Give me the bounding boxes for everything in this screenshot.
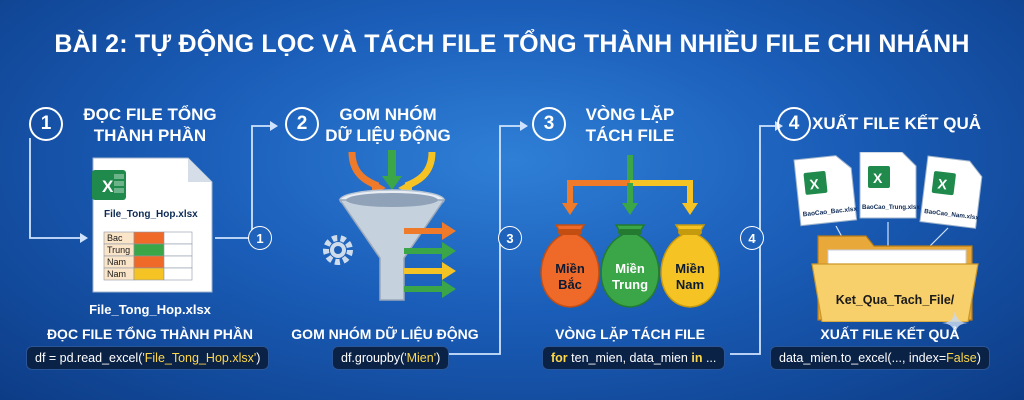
step-1-heading-line2: THÀNH PHẦN [93,126,207,145]
excel-icon [92,170,126,200]
code-text: df.groupby( [341,351,405,365]
svg-text:X: X [809,175,821,192]
step-2-code: df.groupby('Mien') [332,346,450,370]
doc-file-name: File_Tong_Hop.xlsx [104,209,198,220]
step-4-caption: XUẤT FILE KẾT QUẢ [820,326,960,342]
bag-nam: Miền Nam [660,224,720,308]
step-2-caption: GOM NHÓM DỮ LIỆU ĐỘNG [291,326,479,342]
svg-text:X: X [937,175,949,192]
output-file-nam: X BaoCao_Nam.xlsx [919,155,983,229]
step-3-heading: VÒNG LẶP TÁCH FILE [565,104,695,146]
bags-illustration: Miền Bắc Miền Trung Miền Nam [540,155,720,308]
code-text: ten_mien, data_mien [567,351,692,365]
step-2-heading: GOM NHÓM DỮ LIỆU ĐỘNG [318,104,458,146]
svg-text:Bắc: Bắc [558,277,582,292]
svg-text:Miền: Miền [615,261,645,276]
output-file-bac: X BaoCao_Bac.xlsx [793,155,858,227]
excel-icon [803,170,828,195]
code-highlight: 'Mien' [404,351,437,365]
step-3-heading-line1: VÒNG LẶP [585,105,675,124]
bag-bac: Miền Bắc [540,224,600,308]
step-2-heading-line1: GOM NHÓM [339,105,437,124]
code-text: df = pd.read_excel( [35,351,143,365]
code-text: ) [976,351,981,365]
excel-icon-letter: X [102,177,114,196]
svg-text:X: X [873,170,883,186]
funnel-illustration [323,150,456,301]
step-4-heading-line1: XUẤT FILE KẾT QUẢ [812,114,982,133]
code-text: ) [436,351,441,365]
output-file-trung: X BaoCao_Trung.xlsx [859,152,920,219]
code-highlight: 'File_Tong_Hop.xlsx' [142,351,257,365]
table-row-label: Nam [107,257,126,267]
connector-number-4: 4 [740,226,764,250]
output-arrows-icon [404,222,456,298]
step-4-code: data_mien.to_excel(..., index=False) [770,346,990,370]
code-keyword: for [551,351,568,365]
code-highlight: False [946,351,977,365]
step-1-code: df = pd.read_excel('File_Tong_Hop.xlsx') [26,346,270,370]
code-text: data_mien.to_excel(..., index= [779,351,947,365]
step-4-number: 4 [777,107,811,141]
connector-number-1: 1 [248,226,272,250]
arrow-head-icon [80,233,88,243]
step-3-caption: VÒNG LẶP TÁCH FILE [555,326,705,342]
step-1-heading: ĐỌC FILE TỔNG THÀNH PHẦN [70,104,230,146]
code-text: ... [702,351,717,365]
arrow-down-icon [622,203,638,215]
arrow-head-icon [520,121,528,131]
table-row-label: Trung [107,245,130,255]
step-3-code: for ten_mien, data_mien in ... [542,346,726,370]
arrow-down-icon [382,176,402,190]
connector-number-3: 3 [498,226,522,250]
excel-table: Bac Trung Nam Nam [103,231,193,281]
svg-text:Nam: Nam [676,277,704,292]
step-2-number: 2 [285,107,319,141]
bag-trung: Miền Trung [600,224,660,308]
step-1-heading-line1: ĐỌC FILE TỔNG [83,105,217,124]
step-4-heading: XUẤT FILE KẾT QUẢ [812,113,1002,134]
folder-icon: Ket_Qua_Tach_File/ [811,235,979,322]
excel-icon [931,171,956,196]
svg-text:Trung: Trung [612,277,648,292]
arrow-down-icon [562,203,578,215]
arrow-down-icon [682,203,698,215]
table-row-label: Nam [107,269,126,279]
code-text: ) [256,351,261,365]
excel-document-illustration: X File_Tong_Hop.xlsx Bac Trung Nam Nam [92,157,213,293]
step-1-number: 1 [29,107,63,141]
code-keyword: in [691,351,703,365]
connector-1-2-line [215,125,270,239]
svg-text:Miền: Miền [555,261,585,276]
output-folder-illustration: X BaoCao_Bac.xlsx X BaoCao_Trung.xlsx X … [793,152,983,322]
sparkle-icon [942,310,968,336]
excel-icon [868,166,890,188]
table-row-label: Bac [107,233,123,243]
page-title: BÀI 2: TỰ ĐỘNG LỌC VÀ TÁCH FILE TỔNG THÀ… [54,30,970,58]
step-2-heading-line2: DỮ LIỆU ĐỘNG [325,126,451,145]
step-3-number: 3 [532,107,566,141]
connector-start-line [29,138,80,239]
file-name-label: File_Tong_Hop.xlsx [89,302,211,317]
svg-text:BaoCao_Trung.xlsx: BaoCao_Trung.xlsx [862,204,920,211]
step-3-heading-line2: TÁCH FILE [585,126,675,145]
step-1-caption: ĐỌC FILE TỔNG THÀNH PHẦN [46,326,254,342]
svg-text:Miền: Miền [675,261,705,276]
folder-label: Ket_Qua_Tach_File/ [836,293,955,307]
arrow-head-icon [270,121,278,131]
gear-icon [323,235,353,265]
